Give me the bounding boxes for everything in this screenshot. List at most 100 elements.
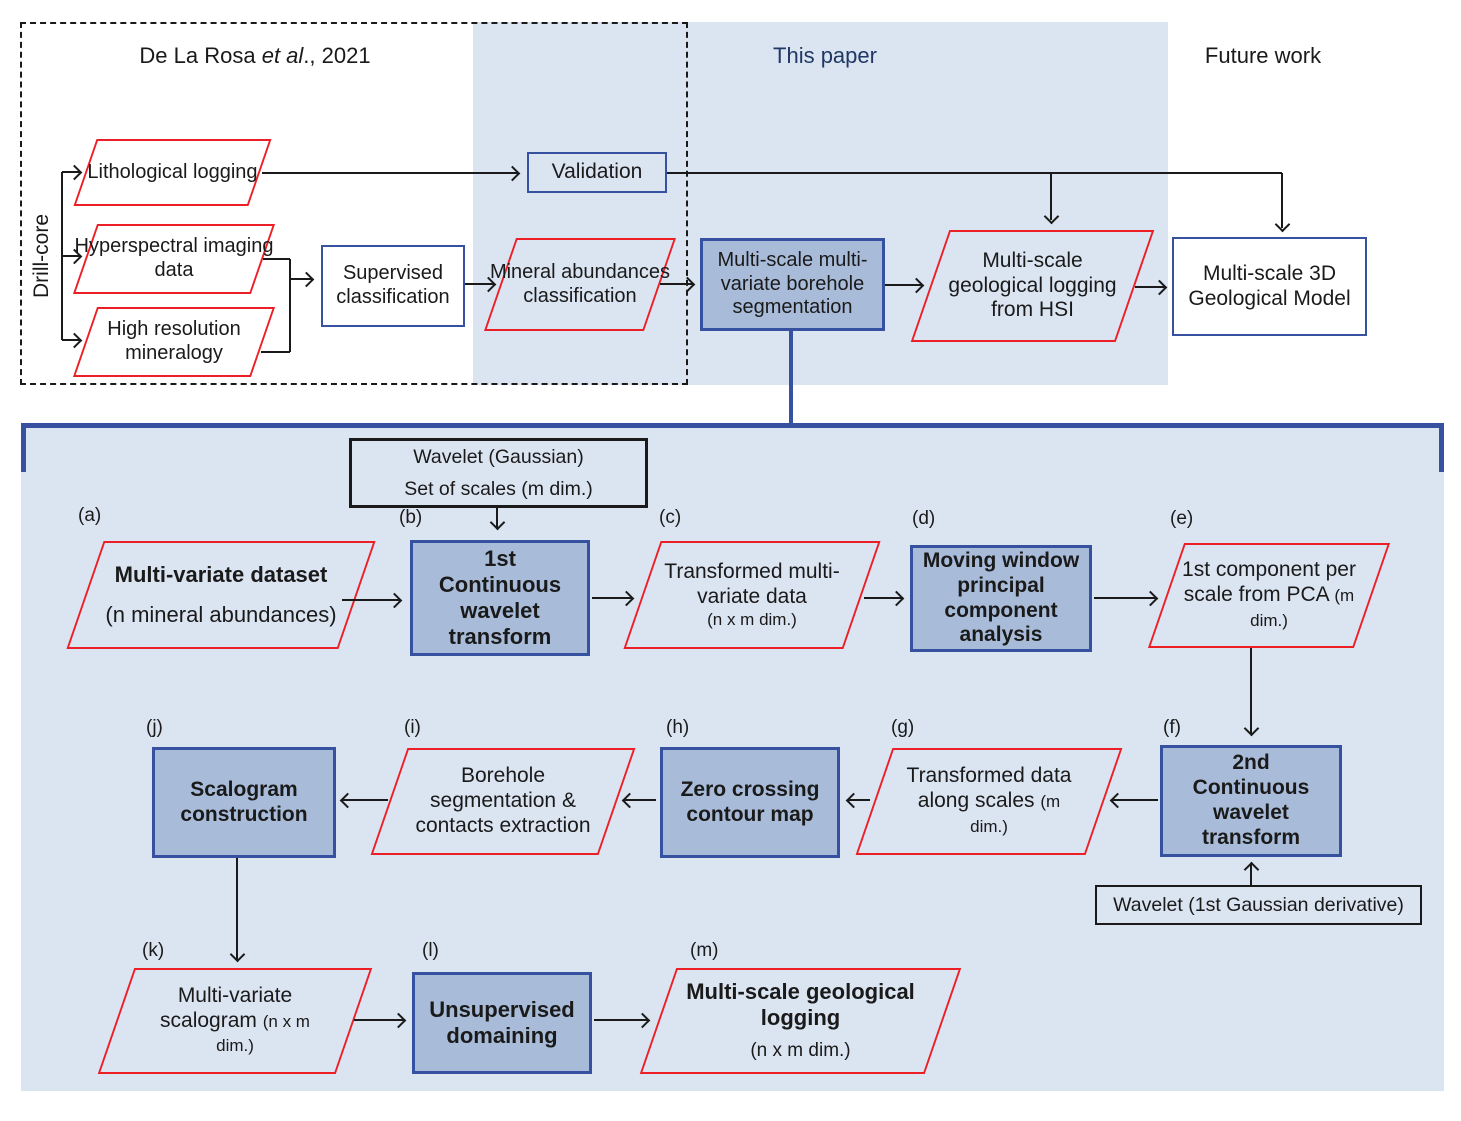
prior-work-dashed-box (20, 22, 688, 385)
flow-line (262, 172, 518, 174)
step-f-box: 2nd Continuous wavelet transform (1160, 745, 1342, 857)
step-j-text: Scalogram construction (180, 777, 308, 826)
flow-line (848, 799, 870, 801)
geological-model-3d-box: Multi-scale 3D Geological Model (1172, 237, 1367, 336)
flow-line (1250, 864, 1252, 885)
step-d-box: Moving window principal component analys… (910, 545, 1092, 652)
flow-line (261, 351, 290, 353)
flow-line (290, 278, 312, 280)
flow-line (1112, 799, 1158, 801)
label-k: (k) (142, 940, 165, 961)
wavelet-derivative-box: Wavelet (1st Gaussian derivative) (1095, 885, 1422, 925)
label-b: (b) (399, 507, 423, 528)
flow-line (62, 339, 80, 341)
label-d: (d) (912, 508, 936, 529)
method-panel-left-tab (21, 423, 26, 472)
hyperspectral-imaging-text: Hyperspectral imaging data (74, 235, 274, 281)
wavelet-derivative-text: Wavelet (1st Gaussian derivative) (1113, 893, 1404, 916)
label-h: (h) (666, 717, 690, 738)
label-a: (a) (78, 505, 102, 526)
step-l-box: Unsupervised domaining (412, 972, 592, 1074)
this-paper-title: This paper (773, 43, 877, 68)
method-panel-top-border (21, 423, 1444, 428)
label-e: (e) (1170, 508, 1194, 529)
high-resolution-mineralogy-parallelogram: High resolution mineralogy (72, 307, 276, 377)
method-panel-right-tab (1439, 423, 1444, 472)
flow-line (667, 172, 1282, 174)
step-a-parallelogram: Multi-variate dataset (n mineral abundan… (66, 541, 376, 649)
flow-line (885, 284, 922, 286)
prior-work-title: De La Rosa et al., 2021 (90, 43, 420, 69)
wavelet-gaussian-line2: Set of scales (m dim.) (404, 477, 593, 500)
flow-line (1050, 173, 1052, 220)
label-j: (j) (146, 717, 163, 738)
hyperspectral-imaging-parallelogram: Hyperspectral imaging data (72, 224, 276, 294)
flow-line (263, 258, 290, 260)
flow-line (1135, 286, 1165, 288)
step-e-parallelogram: 1st component per scale from PCA (m dim.… (1147, 543, 1391, 648)
wavelet-gaussian-line1: Wavelet (Gaussian) (413, 445, 584, 468)
future-work-title: Future work (1204, 43, 1322, 68)
step-b-text: 1st Continuous wavelet transform (438, 546, 562, 649)
flow-line (289, 259, 291, 352)
step-j-box: Scalogram construction (152, 747, 336, 858)
flow-line (465, 283, 494, 285)
drill-core-label-text: Drill-core (30, 214, 53, 298)
prior-work-title-etal: et al (261, 43, 304, 68)
lithological-logging-text: Lithological logging (87, 160, 258, 183)
wavelet-gaussian-box: Wavelet (Gaussian) Set of scales (m dim.… (349, 438, 648, 508)
flow-line (864, 597, 902, 599)
step-d-text: Moving window principal component analys… (922, 548, 1080, 647)
hsi-logging-parallelogram: Multi-scale geological logging from HSI (910, 230, 1155, 342)
arrowhead-icon (1274, 216, 1290, 232)
segmentation-panel-connector (789, 331, 793, 424)
step-i-text: Borehole segmentation & contacts extract… (415, 764, 591, 837)
step-e-title: 1st component per scale from PCA (1182, 558, 1356, 607)
step-c-sub: (n x m dim.) (707, 609, 797, 629)
supervised-classification-text: Supervised classification (336, 262, 450, 308)
hsi-logging-text: Multi-scale geological logging from HSI (948, 248, 1117, 322)
step-m-parallelogram: Multi-scale geological logging (n x m di… (639, 968, 962, 1074)
flow-line (592, 597, 632, 599)
prior-work-title-pre: De La Rosa (139, 43, 262, 68)
step-m-title: Multi-scale geological logging (686, 979, 915, 1031)
step-a-sub: (n mineral abundances) (105, 602, 337, 627)
flow-line (342, 599, 400, 601)
step-f-text: 2nd Continuous wavelet transform (1192, 751, 1310, 849)
step-g-parallelogram: Transformed data along scales (m dim.) (855, 748, 1123, 855)
step-l-text: Unsupervised domaining (429, 997, 575, 1048)
label-i: (i) (404, 717, 421, 738)
step-i-parallelogram: Borehole segmentation & contacts extract… (370, 748, 636, 855)
step-a-title: Multi-variate dataset (114, 562, 328, 588)
flow-line (624, 799, 656, 801)
validation-box: Validation (527, 152, 667, 193)
label-g: (g) (891, 717, 915, 738)
step-h-box: Zero crossing contour map (660, 747, 840, 858)
flow-line (594, 1019, 648, 1021)
high-resolution-mineralogy-text: High resolution mineralogy (107, 318, 241, 364)
step-m-sub: (n x m dim.) (750, 1040, 851, 1062)
validation-text: Validation (551, 160, 643, 184)
flow-line (660, 283, 693, 285)
flow-line (1094, 597, 1156, 599)
flow-line (62, 171, 80, 173)
mineral-abundances-parallelogram: Mineral abundances classification (483, 238, 677, 331)
flow-line (1250, 648, 1252, 734)
step-b-box: 1st Continuous wavelet transform (410, 540, 590, 656)
lithological-logging-parallelogram: Lithological logging (73, 139, 272, 206)
label-c: (c) (659, 507, 682, 528)
step-c-title: Transformed multi-variate data (664, 560, 840, 608)
mineral-abundances-text: Mineral abundances classification (489, 260, 671, 307)
borehole-segmentation-box: Multi-scale multi-variate borehole segme… (700, 238, 885, 331)
geological-model-3d-text: Multi-scale 3D Geological Model (1188, 261, 1351, 310)
flow-line (236, 858, 238, 960)
label-m: (m) (690, 940, 719, 961)
supervised-classification-box: Supervised classification (321, 245, 465, 327)
step-k-parallelogram: Multi-variate scalogram (n x m dim.) (97, 968, 373, 1074)
borehole-segmentation-text: Multi-scale multi-variate borehole segme… (717, 249, 868, 319)
label-l: (l) (422, 940, 439, 961)
flow-line (342, 799, 388, 801)
prior-work-title-post: ., 2021 (303, 43, 371, 68)
flow-line (496, 508, 498, 528)
